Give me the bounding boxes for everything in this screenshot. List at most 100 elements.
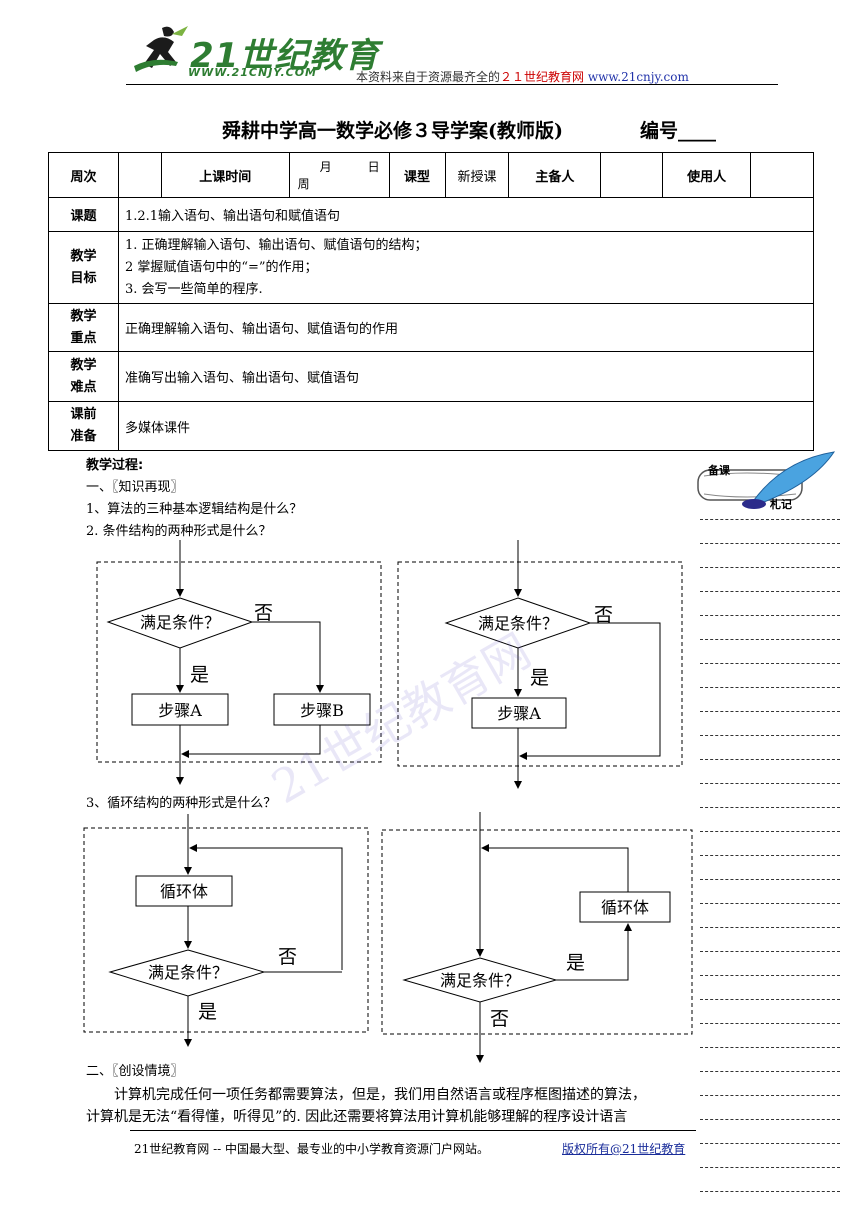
note-line bbox=[700, 519, 840, 520]
source-site-link[interactable]: ２１世纪教育网 bbox=[500, 70, 585, 84]
goal-list: 1. 正确理解输入语句、输出语句、赋值语句的结构； 2 掌握赋值语句中的“=”的… bbox=[117, 231, 815, 304]
user-label: 使用人 bbox=[662, 152, 752, 198]
table-row: 教学重点 正确理解输入语句、输出语句、赋值语句的作用 bbox=[48, 303, 815, 352]
topic-label: 课题 bbox=[48, 197, 119, 232]
question-2: 2. 条件结构的两种形式是什么？ bbox=[86, 524, 272, 539]
flowchart-loop-pre-test: 循环体 满足条件？ 是 否 bbox=[381, 812, 693, 1063]
scenario-paragraph-line: 计算机是无法“看得懂，听得见”的. 因此还需要将算法用计算机能够理解的程序设计语… bbox=[86, 1109, 628, 1125]
scenario-paragraph-line: 计算机完成任何一项任务都需要算法，但是，我们用自然语言或程序框图描述的算法， bbox=[114, 1087, 646, 1103]
yes-label: 是 bbox=[190, 664, 209, 686]
note-line bbox=[700, 951, 840, 952]
notes-label-a: 备课 bbox=[708, 464, 730, 477]
table-row: 教学目标 1. 正确理解输入语句、输出语句、赋值语句的结构； 2 掌握赋值语句中… bbox=[48, 231, 815, 304]
time-label: 上课时间 bbox=[160, 152, 290, 198]
flowchart-loop-post-test: 循环体 满足条件？ 否 是 bbox=[83, 814, 369, 1047]
header-divider bbox=[126, 84, 778, 85]
step-b-label: 步骤B bbox=[300, 701, 344, 720]
month-label: 月 bbox=[319, 160, 332, 174]
week-label: 周次 bbox=[48, 152, 119, 198]
note-line bbox=[700, 759, 840, 760]
difficulty-value: 准确写出输入语句、输出语句、赋值语句 bbox=[117, 351, 815, 402]
no-label: 否 bbox=[254, 602, 273, 624]
note-line bbox=[700, 543, 840, 544]
process-title: 教学过程: bbox=[86, 458, 144, 473]
condition-label: 满足条件？ bbox=[148, 963, 228, 982]
yes-label: 是 bbox=[198, 1001, 217, 1023]
note-line bbox=[700, 1071, 840, 1072]
quill-notes-icon bbox=[697, 451, 836, 509]
step-a-box bbox=[471, 697, 567, 729]
note-line bbox=[700, 879, 840, 880]
date-cell[interactable]: 月 日 周 bbox=[288, 152, 390, 198]
question-1: 1、算法的三种基本逻辑结构是什么？ bbox=[86, 502, 303, 517]
note-line bbox=[700, 975, 840, 976]
note-line bbox=[700, 855, 840, 856]
notes-label-b: 札记 bbox=[770, 498, 792, 511]
week-value-cell[interactable] bbox=[117, 152, 162, 198]
table-row: 课前准备 多媒体课件 bbox=[48, 401, 815, 451]
step-b-box bbox=[273, 693, 371, 726]
main-preparer-value-cell[interactable] bbox=[600, 152, 664, 198]
note-line bbox=[700, 1167, 840, 1168]
question-3: 3、循环结构的两种形式是什么？ bbox=[86, 796, 277, 811]
copyright-link[interactable]: 版权所有@21世纪教育 bbox=[562, 1142, 686, 1156]
difficulty-label: 教学难点 bbox=[48, 351, 119, 402]
step-a-label: 步骤A bbox=[497, 704, 541, 723]
lesson-info-table: 周次 上课时间 月日 周 课型 新授课 主备人 使用人 课题 1.2.1输入语句… bbox=[48, 152, 815, 451]
note-line bbox=[700, 639, 840, 640]
preparation-label: 课前准备 bbox=[48, 401, 119, 451]
no-label: 否 bbox=[594, 604, 613, 626]
note-line bbox=[700, 615, 840, 616]
step-a-box bbox=[131, 693, 229, 726]
loop-body-label: 循环体 bbox=[160, 882, 208, 901]
condition-label: 满足条件？ bbox=[440, 971, 520, 990]
section-scenario: 二、〖创设情境〗 bbox=[86, 1064, 184, 1079]
note-line bbox=[700, 591, 840, 592]
note-line bbox=[700, 711, 840, 712]
note-line bbox=[700, 687, 840, 688]
no-label: 否 bbox=[278, 946, 297, 968]
note-line bbox=[700, 903, 840, 904]
flowchart-if-else: 满足条件？ 否 是 步骤A 步骤B bbox=[96, 540, 382, 785]
note-line bbox=[700, 999, 840, 1000]
note-line bbox=[700, 735, 840, 736]
table-row: 教学难点 准确写出输入语句、输出语句、赋值语句 bbox=[48, 351, 815, 402]
main-preparer-label: 主备人 bbox=[508, 152, 602, 198]
note-line bbox=[700, 927, 840, 928]
source-url-link[interactable]: www.21cnjy.com bbox=[587, 70, 689, 84]
goal-item: 2 掌握赋值语句中的“=”的作用； bbox=[124, 259, 318, 275]
section-knowledge-review: 一、〖知识再现〗 bbox=[86, 480, 184, 495]
goal-label: 教学目标 bbox=[48, 231, 119, 304]
logo-text: 21世纪教育 bbox=[190, 36, 380, 76]
note-line bbox=[700, 1023, 840, 1024]
no-label: 否 bbox=[490, 1008, 509, 1030]
condition-label: 满足条件？ bbox=[478, 614, 558, 633]
yes-label: 是 bbox=[530, 667, 549, 689]
source-line: 本资料来自于资源最齐全的２１世纪教育网 www.21cnjy.com bbox=[356, 68, 689, 85]
footer-text: 21世纪教育网 -- 中国最大型、最专业的中小学教育资源门户网站。 bbox=[134, 1142, 490, 1156]
note-line bbox=[700, 807, 840, 808]
yes-label: 是 bbox=[566, 952, 585, 974]
note-line bbox=[700, 1191, 840, 1192]
table-row: 周次 上课时间 月日 周 课型 新授课 主备人 使用人 bbox=[48, 152, 814, 198]
logo-url: WWW.21CNJY.COM bbox=[188, 66, 317, 79]
day-label: 日 bbox=[367, 160, 380, 174]
note-line bbox=[700, 783, 840, 784]
source-prefix: 本资料来自于资源最齐全的 bbox=[356, 70, 501, 84]
note-line bbox=[700, 1095, 840, 1096]
loop-body-box bbox=[135, 875, 233, 907]
note-line bbox=[700, 831, 840, 832]
goal-item: 3. 会写一些简单的程序. bbox=[124, 281, 263, 297]
condition-label: 满足条件？ bbox=[140, 613, 220, 632]
weekday-label: 周 bbox=[297, 177, 310, 191]
user-value-cell[interactable] bbox=[750, 152, 814, 198]
loop-body-box bbox=[579, 891, 671, 923]
loop-body-label: 循环体 bbox=[601, 898, 649, 917]
goal-item: 1. 正确理解输入语句、输出语句、赋值语句的结构； bbox=[124, 237, 428, 253]
note-line bbox=[700, 663, 840, 664]
runner-logo-icon bbox=[134, 26, 188, 72]
serial-number-label: 编号____ bbox=[640, 120, 717, 142]
preparation-value: 多媒体课件 bbox=[117, 401, 815, 451]
note-line bbox=[700, 1047, 840, 1048]
